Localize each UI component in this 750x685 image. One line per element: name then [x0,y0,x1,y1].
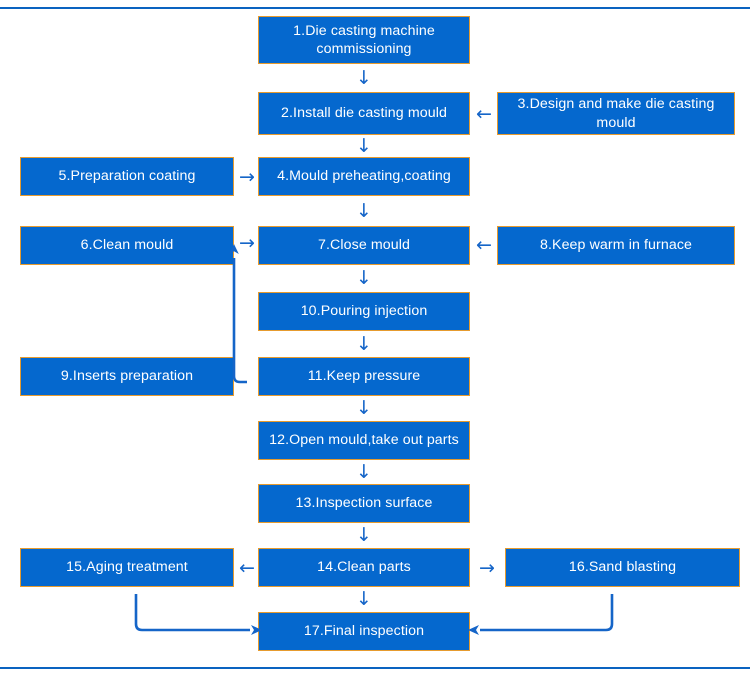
left-arrow-icon: ← [476,102,492,125]
node-2-label: 2.Install die casting mould [281,105,447,122]
arrow-node14-to-node15: ← [234,554,260,582]
node-12-label: 12.Open mould,take out parts [269,432,459,449]
arrow-node6-to-node7: → [234,230,260,256]
down-arrow-icon: ↓ [356,199,372,222]
node-10-label: 10.Pouring injection [300,303,428,320]
arrow-node4-to-node7: ↓ [348,195,380,227]
node-3-design-and-make-die-casting-mould[interactable]: 3.Design and make die casting mould [497,92,735,135]
node-15-aging-treatment[interactable]: 15.Aging treatment [20,548,234,587]
node-13-label: 13.Inspection surface [295,495,433,512]
arrow-node13-to-node14: ↓ [348,522,380,549]
right-arrow-icon: → [479,556,495,579]
node-1-label: 1.Die casting machine commissioning [293,22,435,57]
node-6-label: 6.Clean mould [80,237,174,254]
down-arrow-icon: ↓ [356,460,372,483]
arrow-node14-to-node17: ↓ [348,586,380,613]
connector-node16-to-node17-elbow [460,592,620,638]
down-arrow-icon: ↓ [356,267,372,289]
node-16-sand-blasting[interactable]: 16.Sand blasting [505,548,740,587]
node-1-die-casting-machine-commissioning[interactable]: 1.Die casting machine commissioning [258,16,470,64]
node-13-inspection-surface[interactable]: 13.Inspection surface [258,484,470,523]
arrow-node1-to-node2: ↓ [348,64,380,92]
down-arrow-icon: ↓ [356,332,372,355]
node-14-label: 14.Clean parts [317,559,411,576]
right-arrow-icon: → [239,165,255,188]
down-arrow-icon: ↓ [356,524,372,546]
down-arrow-icon: ↓ [356,134,372,157]
node-12-open-mould-take-out-parts[interactable]: 12.Open mould,take out parts [258,421,470,460]
left-arrow-icon: ← [476,233,492,256]
node-11-keep-pressure[interactable]: 11.Keep pressure [258,357,470,396]
bottom-divider-rule [0,667,750,669]
node-17-final-inspection[interactable]: 17.Final inspection [258,612,470,651]
node-9-label: 9.Inserts preparation [60,368,194,385]
arrow-node11-to-node12: ↓ [348,395,380,422]
arrow-node12-to-node13: ↓ [348,459,380,485]
node-11-label: 11.Keep pressure [307,368,421,385]
node-8-keep-warm-in-furnace[interactable]: 8.Keep warm in furnace [497,226,735,265]
arrow-node8-to-node7: ← [470,232,498,258]
connector-node9-to-node7-elbow [228,236,274,384]
right-arrow-icon: → [239,231,255,254]
down-arrow-icon: ↓ [356,66,372,89]
node-9-inserts-preparation[interactable]: 9.Inserts preparation [20,357,234,396]
down-arrow-icon: ↓ [356,588,372,610]
node-5-label: 5.Preparation coating [58,168,196,185]
node-2-install-die-casting-mould[interactable]: 2.Install die casting mould [258,92,470,135]
node-3-label: 3.Design and make die casting mould [517,96,715,131]
top-divider-rule [0,7,750,9]
node-16-label: 16.Sand blasting [568,559,677,576]
node-5-preparation-coating[interactable]: 5.Preparation coating [20,157,234,196]
node-15-label: 15.Aging treatment [66,559,188,576]
left-arrow-icon: ← [239,556,255,579]
node-8-label: 8.Keep warm in furnace [539,237,693,254]
arrow-node7-to-node10: ↓ [348,264,380,293]
arrow-node2-to-node4: ↓ [348,134,380,158]
node-7-label: 7.Close mould [318,237,410,254]
node-6-clean-mould[interactable]: 6.Clean mould [20,226,234,265]
arrow-node3-to-node2: ← [470,100,498,128]
node-10-pouring-injection[interactable]: 10.Pouring injection [258,292,470,331]
connector-node15-to-node17-elbow [128,592,268,638]
arrow-node5-to-node4: → [234,163,260,191]
arrow-node10-to-node11: ↓ [348,330,380,358]
node-7-close-mould[interactable]: 7.Close mould [258,226,470,265]
node-4-label: 4.Mould preheating,coating [277,168,451,185]
arrow-node14-to-node16: → [472,554,502,582]
node-14-clean-parts[interactable]: 14.Clean parts [258,548,470,587]
node-4-mould-preheating-coating[interactable]: 4.Mould preheating,coating [258,157,470,196]
node-17-label: 17.Final inspection [303,623,425,640]
down-arrow-icon: ↓ [356,397,372,419]
